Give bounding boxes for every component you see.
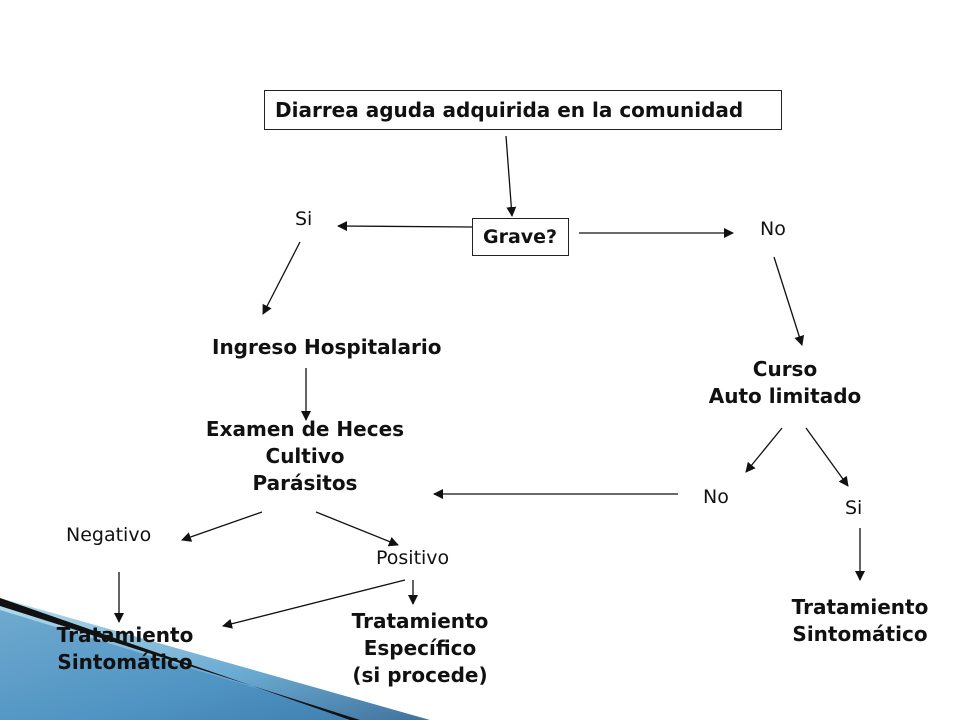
node-curso-autolimitado: Curso Auto limitado [680,356,890,410]
label-negativo: Negativo [66,524,152,546]
label-si-grave: Si [295,208,313,230]
arrow-curso-to-si [805,427,849,487]
examen-line-3: Parásitos [252,471,358,495]
node-ingreso-hospitalario: Ingreso Hospitalario [212,335,442,359]
swoosh-blue [0,610,360,720]
arrow-top-to-grave [505,135,517,217]
arrow-no-to-curso [773,256,805,346]
trat-right-line-2: Sintomático [792,622,928,646]
arrow-positivo-to-trat-left [222,579,406,629]
label-no-curso: No [703,486,729,508]
arrow-grave-to-si [337,221,473,232]
arrow-curso-to-no [745,427,783,473]
curso-line-1: Curso [752,357,818,381]
especifico-line-2: Específico [363,636,477,660]
examen-line-1: Examen de Heces [205,417,405,441]
trat-right-line-1: Tratamiento [791,595,929,619]
label-no-grave: No [760,218,786,240]
especifico-line-3: (si procede) [352,663,488,687]
start-node-label: Diarrea aguda adquirida en la comunidad [275,98,744,122]
especifico-line-1: Tratamiento [351,609,489,633]
label-positivo: Positivo [376,547,450,569]
trat-left-line-2: Sintomático [57,650,193,674]
trat-left-line-1: Tratamiento [56,623,194,647]
decision-node-grave: Grave? [472,218,569,256]
arrow-examen-to-negativo [181,511,263,542]
start-node: Diarrea aguda adquirida en la comunidad [264,90,782,130]
node-tratamiento-especifico: Tratamiento Específico (si procede) [325,608,515,689]
arrow-si-to-ingreso [262,241,301,315]
curso-line-2: Auto limitado [708,384,862,408]
node-examen-heces: Examen de Heces Cultivo Parásitos [205,416,405,497]
node-tratamiento-sintomatico-right: Tratamiento Sintomático [775,594,945,648]
decision-node-label: Grave? [483,226,558,248]
node-tratamiento-sintomatico-left: Tratamiento Sintomático [50,622,200,676]
label-si-curso: Si [845,497,863,519]
examen-line-2: Cultivo [265,444,345,468]
arrow-examen-to-positivo [315,511,399,547]
